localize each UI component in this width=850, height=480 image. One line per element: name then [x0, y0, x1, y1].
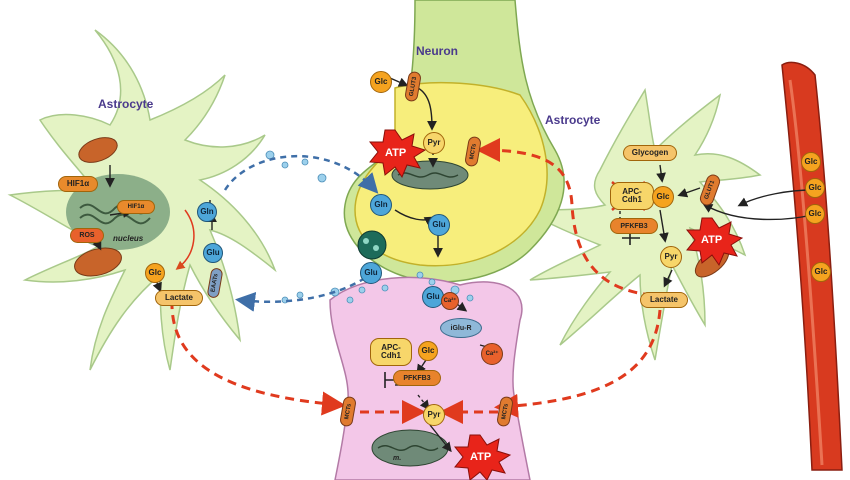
lactate-shuttle-left-arrow [170, 299, 346, 416]
lactate-node: Lactate [640, 292, 688, 308]
pfkfb3-node: PFKFB3 [393, 370, 441, 386]
hif1a-badge: HIF1α [58, 176, 98, 192]
glu-node: Glu [203, 243, 223, 263]
astrocyte-left-label: Astrocyte [98, 97, 154, 111]
atp-burst-bottom [453, 434, 512, 480]
ros-badge: ROS [70, 228, 104, 243]
nucleus-label: nucleus [113, 234, 144, 243]
atp-top-label: ATP [385, 147, 407, 159]
astrocyte-right-label: Astrocyte [545, 113, 601, 127]
lactate-shuttle-right-arrow [494, 309, 662, 418]
vessel-glc-node: Glc [801, 152, 821, 172]
neuron-label: Neuron [416, 44, 458, 58]
glc-node: Glc [418, 341, 438, 361]
gln-transport-arrow [223, 155, 379, 194]
lactate-node: Lactate [155, 290, 203, 306]
glc-node: Glc [145, 263, 165, 283]
apc-cdh1-node: APC- Cdh1 [370, 338, 412, 366]
vessel-glc-node: Glc [805, 178, 825, 198]
pyr-node: Pyr [660, 246, 682, 268]
glycogen-node: Glycogen [623, 145, 677, 161]
calcium-node: Ca²⁺ [481, 343, 503, 365]
calcium-node: Ca²⁺ [441, 292, 459, 310]
pyr-node: Pyr [423, 404, 445, 426]
vessel-glc-node: Glc [811, 262, 831, 282]
neuron-presynaptic [343, 0, 565, 283]
vessel-glc-node: Glc [805, 204, 825, 224]
glc-node: Glc [370, 71, 392, 93]
gln-node: Gln [370, 194, 392, 216]
pfkfb3-node: PFKFB3 [610, 218, 658, 234]
mitochondrion-icon [78, 137, 118, 163]
hif1a-nucleus-badge: HIF1α [117, 200, 155, 214]
mitochondrion-label: m. [393, 455, 402, 462]
glu-node: Glu [422, 286, 444, 308]
atp-burst-top [368, 129, 427, 179]
atp-burst-right [685, 217, 744, 267]
apc-cdh1-node: APC- Cdh1 [610, 182, 654, 210]
glc-node: Glc [652, 186, 674, 208]
vesicle-dots [265, 150, 474, 304]
pyr-node: Pyr [423, 132, 445, 154]
glu-node: Glu [360, 262, 382, 284]
glu-node: Glu [428, 214, 450, 236]
atp-right-label: ATP [701, 234, 723, 246]
gln-node: Gln [197, 202, 217, 222]
iglur-receptor: iGlu-R [440, 318, 482, 338]
atp-bottom-label: ATP [470, 451, 492, 463]
glu-reuptake-arrow [235, 276, 366, 312]
